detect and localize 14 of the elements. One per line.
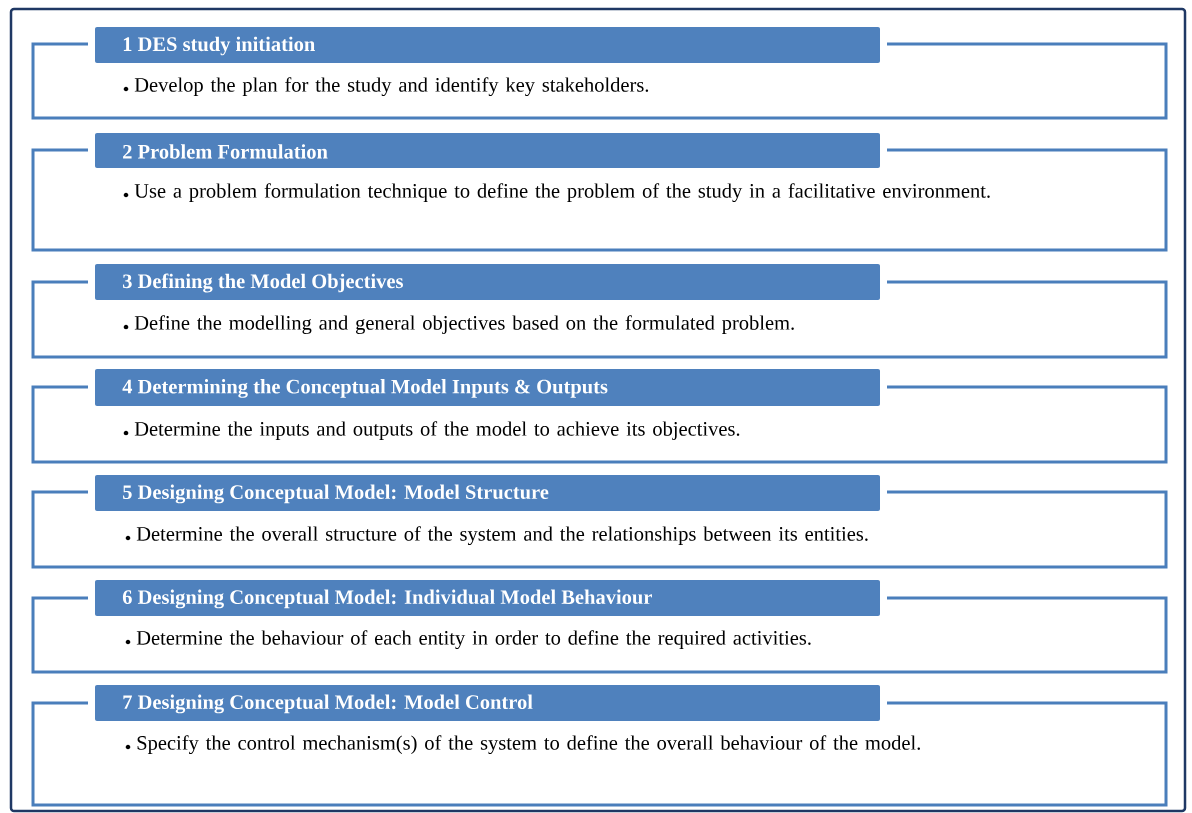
header-bar: 7 Designing Conceptual Model: Model Control: [95, 685, 880, 721]
header-bar: 1 DES study initiation: [95, 27, 880, 63]
bullet-text: Use a problem formulation technique to define the problem of the study in a facilitative environment.: [123, 183, 990, 203]
header-bar: 5 Designing Conceptual Model: Model Structure: [95, 475, 880, 511]
header-bar: 3 Defining the Model Objectives: [95, 264, 880, 300]
header-bar: 4 Determining the Conceptual Model Inputs & Outputs: [95, 369, 880, 406]
bullet-text: Determine the behaviour of each entity in order to define the required activities.: [125, 630, 811, 650]
bullet-text: Determine the inputs and outputs of the model to achieve its objectives.: [123, 421, 740, 440]
bullet-text: Determine the overall structure of the system and the relationships between its entities.: [125, 526, 868, 546]
bullet-text: Define the modelling and general objectives based on the formulated problem.: [123, 315, 794, 335]
bullet-text: Specify the control mechanism(s) of the system to define the overall behaviour of the model.: [125, 735, 920, 755]
bullet-text: Develop the plan for the study and identify key stakeholders.: [123, 77, 649, 97]
header-bar: 6 Designing Conceptual Model: Individual Model Behaviour: [95, 580, 880, 616]
header-bar: 2 Problem Formulation: [95, 133, 880, 168]
